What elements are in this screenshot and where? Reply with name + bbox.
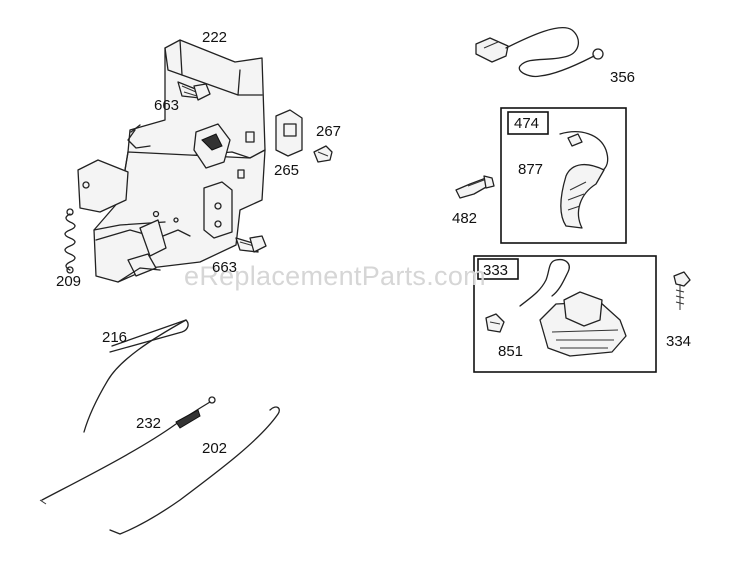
- label-222: 222: [202, 29, 227, 46]
- label-474: 474: [514, 115, 539, 132]
- label-209: 209: [56, 273, 81, 290]
- armature-877: [559, 131, 609, 229]
- link-216: [83, 319, 189, 433]
- screw-267: [313, 145, 333, 163]
- cable-232: [39, 396, 216, 505]
- screw-334: [673, 271, 691, 310]
- wire-356: [475, 27, 604, 78]
- label-265: 265: [274, 162, 299, 179]
- bolt-663-upper: [177, 81, 211, 101]
- label-663-lower: 663: [212, 259, 237, 276]
- label-232: 232: [136, 415, 161, 432]
- ignition-module-333: [519, 258, 627, 357]
- rod-202: [109, 406, 280, 535]
- spring-209: [64, 208, 76, 274]
- label-356: 356: [610, 69, 635, 86]
- label-663-upper: 663: [154, 97, 179, 114]
- part-box-333: [473, 255, 657, 373]
- part-box-474: [500, 107, 627, 244]
- watermark: eReplacementParts.com: [184, 261, 486, 291]
- bracket-265: [275, 109, 303, 157]
- label-202: 202: [202, 440, 227, 457]
- label-877: 877: [518, 161, 543, 178]
- label-267: 267: [316, 123, 341, 140]
- label-851: 851: [498, 343, 523, 360]
- label-box-474: [507, 111, 549, 135]
- terminal-851: [485, 313, 505, 333]
- label-482: 482: [452, 210, 477, 227]
- label-334: 334: [666, 333, 691, 350]
- label-333: 333: [483, 262, 508, 279]
- label-216: 216: [102, 329, 127, 346]
- bolt-482: [455, 175, 495, 199]
- bolt-663-lower: [235, 235, 267, 253]
- control-bracket-222: [77, 39, 266, 283]
- label-box-333: [477, 258, 519, 280]
